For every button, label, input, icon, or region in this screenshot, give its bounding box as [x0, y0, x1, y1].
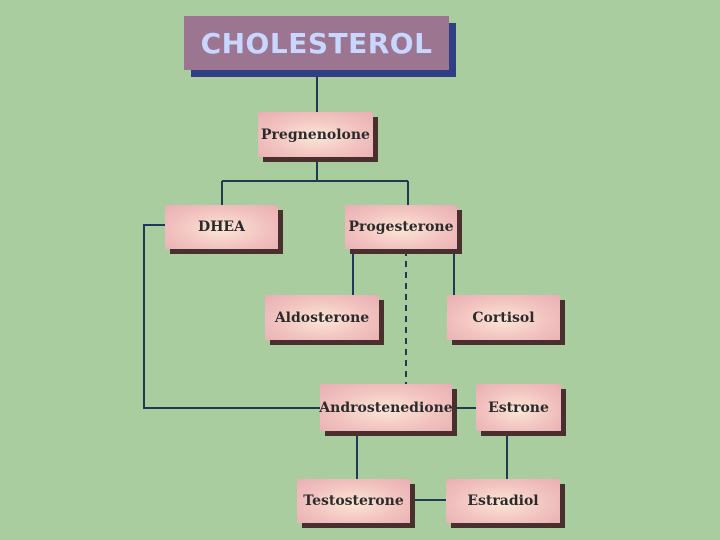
- edge-dhea-androstenedione: [143, 224, 320, 409]
- node-dhea: DHEA: [165, 205, 278, 249]
- node-androstenedione: Androstenedione: [319, 384, 453, 431]
- node-progesterone: Progesterone: [345, 205, 457, 249]
- node-pregnenolone: Pregnenolone: [258, 112, 373, 157]
- node-cortisol: Cortisol: [447, 295, 560, 340]
- cholesterol-title: CHOLESTEROL: [184, 16, 449, 70]
- node-aldosterone: Aldosterone: [265, 295, 379, 340]
- node-estradiol: Estradiol: [446, 479, 560, 523]
- node-estrone: Estrone: [476, 384, 561, 431]
- node-testosterone: Testosterone: [297, 479, 410, 523]
